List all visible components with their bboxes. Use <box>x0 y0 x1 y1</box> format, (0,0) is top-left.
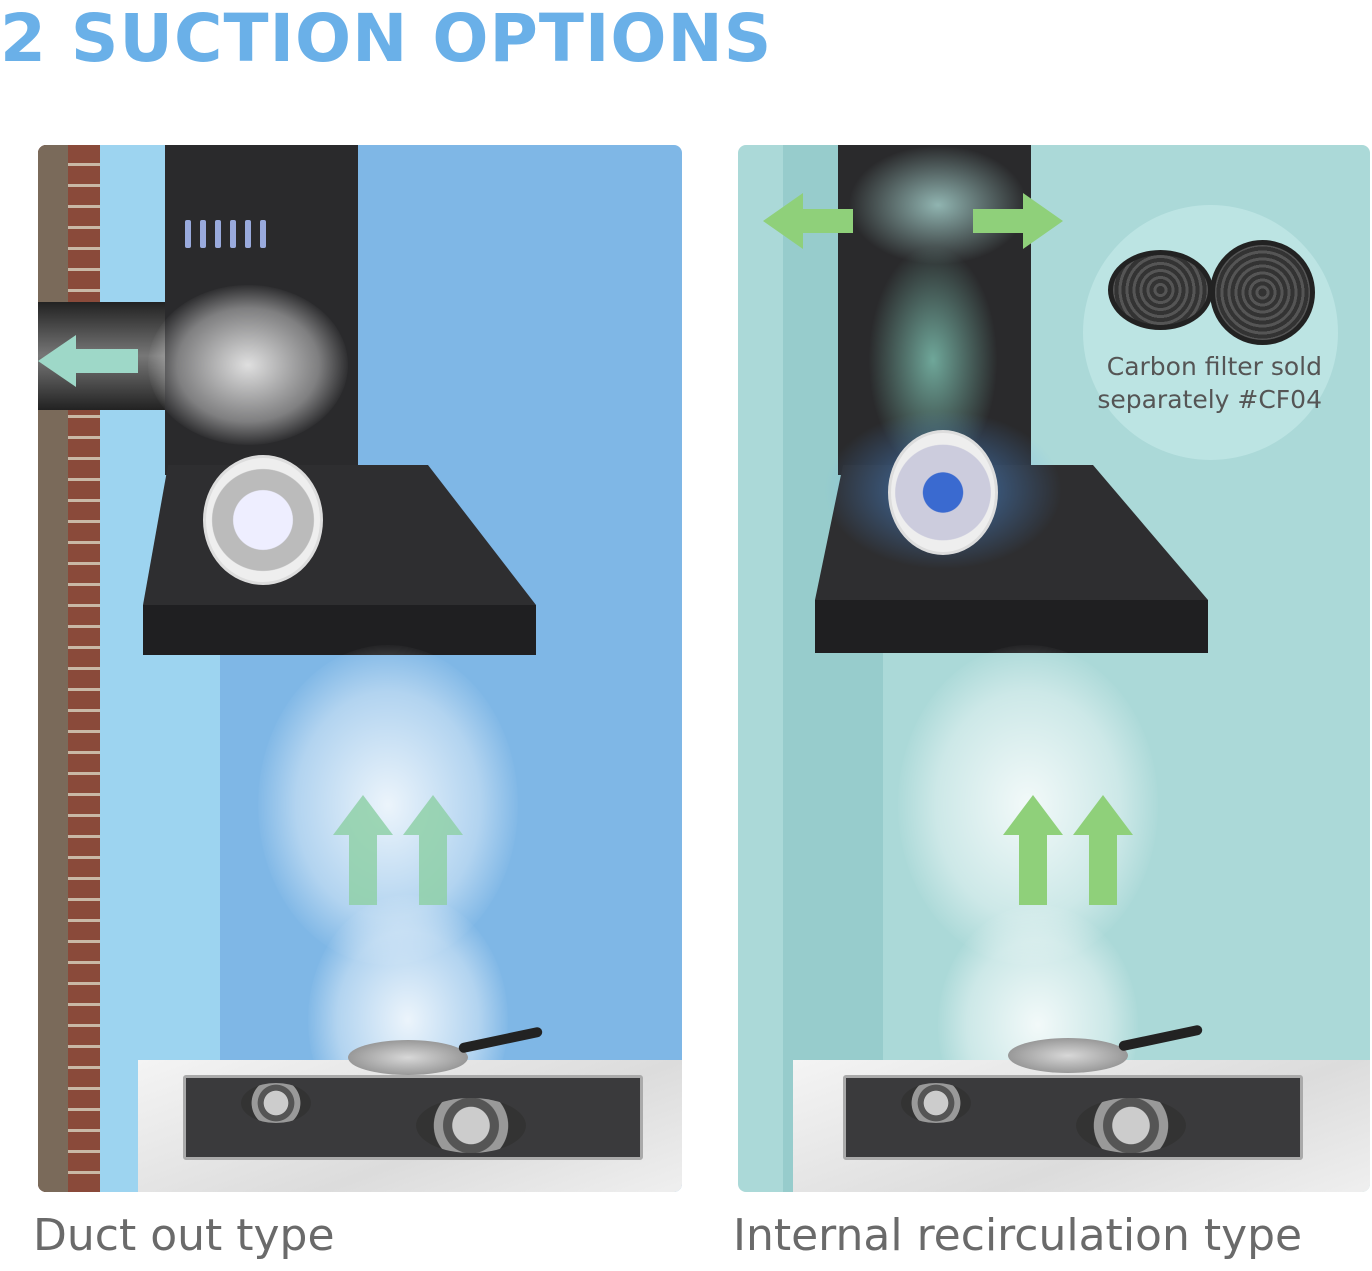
fan-motor-icon <box>888 430 998 555</box>
carbon-filter-note: Carbon filter sold separately #CF04 <box>1060 350 1322 416</box>
filter-note-line2: separately #CF04 <box>1097 385 1322 414</box>
carbon-filter-icon <box>1108 250 1213 330</box>
carbon-filter-icon <box>1210 240 1315 345</box>
duct-out-illustration <box>38 145 682 1192</box>
filter-callout <box>1083 205 1338 460</box>
side-arrows-icon <box>763 193 1063 249</box>
recirculation-illustration <box>738 145 1370 1192</box>
recirculation-caption: Internal recirculation type <box>733 1210 1303 1261</box>
filter-note-line1: Carbon filter sold <box>1106 352 1322 381</box>
duct-out-caption: Duct out type <box>33 1210 335 1261</box>
up-arrows-icon <box>333 795 463 905</box>
up-arrows-icon <box>1003 795 1133 905</box>
hood-canopy <box>143 465 536 655</box>
cooktop <box>843 1075 1303 1160</box>
frying-pan <box>348 1040 468 1075</box>
duct-arrow-icon <box>38 335 138 387</box>
fan-motor-icon <box>203 455 323 585</box>
frying-pan <box>1008 1038 1128 1073</box>
cooktop <box>183 1075 643 1160</box>
page-title: 2 SUCTION OPTIONS <box>0 0 773 77</box>
